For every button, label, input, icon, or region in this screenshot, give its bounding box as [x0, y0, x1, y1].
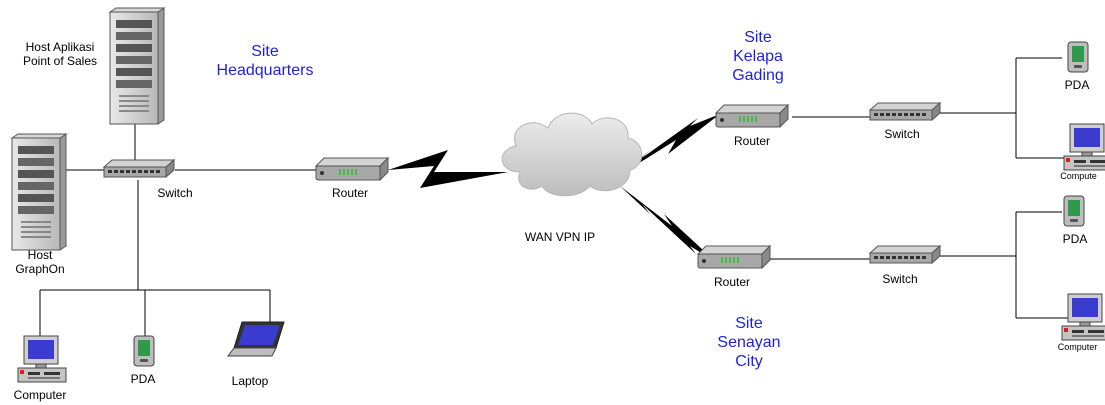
host-pos-label-line2: Point of Sales: [22, 54, 98, 68]
senayan-computer-icon: [1061, 293, 1105, 341]
kg-site-line3: Gading: [732, 67, 784, 84]
senayan-site-label: Site Senayan City: [704, 314, 794, 371]
hq-switch-icon: [103, 159, 175, 178]
senayan-pda-icon: [1063, 195, 1085, 227]
kg-switch-icon: [869, 102, 941, 121]
hq-connection-lines: [39, 117, 318, 336]
kg-pda-label: PDA: [1064, 78, 1090, 92]
hq-pda-label: PDA: [130, 372, 156, 386]
senayan-site-line2: Senayan: [717, 334, 781, 351]
hq-computer-icon: [17, 335, 67, 383]
senayan-site-line3: City: [735, 353, 763, 370]
hq-switch-label: Switch: [157, 186, 193, 200]
host-pos-label-line1: Host Aplikasi: [25, 40, 95, 54]
hq-site-label: Site Headquarters: [205, 42, 325, 80]
kg-site-label: Site Kelapa Gading: [718, 28, 798, 85]
senayan-switch-label: Switch: [882, 272, 918, 286]
hq-site-line2: Headquarters: [216, 62, 314, 79]
kg-router-label: Router: [733, 134, 771, 148]
hq-router-label: Router: [331, 186, 369, 200]
host-pos-server-icon: [109, 7, 165, 125]
kg-site-line2: Kelapa: [733, 48, 783, 65]
senayan-site-line1: Site: [735, 315, 763, 332]
kg-router-icon: [715, 104, 789, 128]
kg-switch-label: Switch: [884, 127, 920, 141]
hq-laptop-icon: [227, 321, 285, 357]
kg-pda-icon: [1067, 41, 1089, 73]
hq-laptop-label: Laptop: [231, 374, 269, 388]
wan-link-kelapa-gading: [628, 114, 720, 170]
host-graphon-label: Host GraphOn: [0, 248, 80, 276]
wan-link-senayan: [620, 186, 716, 262]
hq-computer-label: Computer: [13, 388, 67, 402]
branch-connection-lines: [770, 57, 1068, 319]
hq-site-line1: Site: [251, 43, 279, 60]
senayan-computer-label: Computer: [1057, 342, 1098, 352]
senayan-router-label: Router: [713, 275, 751, 289]
wan-link-hq: [388, 150, 508, 188]
wan-label: WAN VPN IP: [524, 230, 596, 244]
host-pos-label: Host Aplikasi Point of Sales: [10, 40, 110, 68]
senayan-router-icon: [697, 245, 771, 269]
hq-pda-icon: [133, 335, 155, 367]
hq-router-icon: [315, 157, 389, 181]
senayan-pda-label: PDA: [1062, 232, 1088, 246]
kg-site-line1: Site: [744, 29, 772, 46]
senayan-switch-icon: [869, 245, 941, 264]
host-graphon-server-icon: [11, 133, 67, 251]
host-graphon-label-line1: Host: [27, 248, 53, 262]
kg-computer-label: Compute: [1060, 171, 1097, 181]
kg-computer-icon: [1063, 123, 1105, 171]
host-graphon-label-line2: GraphOn: [15, 262, 65, 276]
wan-cloud: [501, 112, 643, 197]
